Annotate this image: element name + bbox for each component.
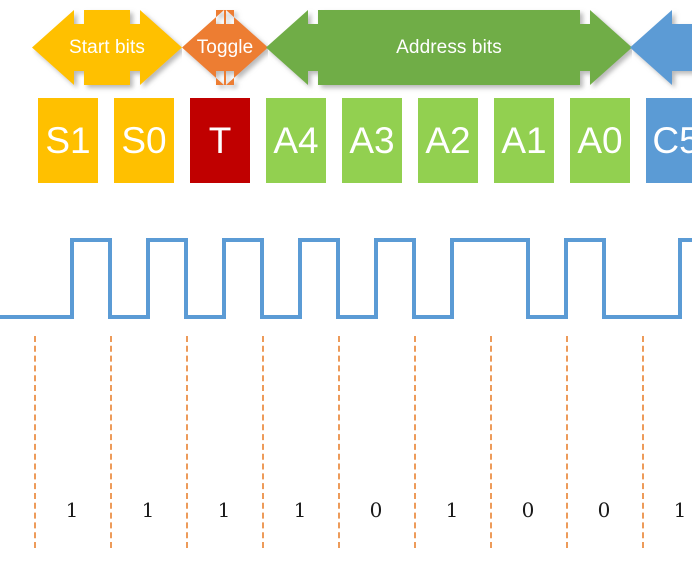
bit-block-label: A1 bbox=[501, 120, 547, 161]
bit-guide-line bbox=[186, 336, 188, 548]
bit-block-label: A4 bbox=[273, 120, 319, 161]
bit-block-s1[interactable]: S1 bbox=[38, 98, 98, 183]
address-bits-arrow bbox=[266, 0, 632, 95]
bit-block-row: S1 S0 T A4 A3 A2 A1 A0 C5 bbox=[0, 98, 692, 184]
arrow-band: Start bits Toggle Address bits bbox=[0, 0, 692, 95]
bit-block-t[interactable]: T bbox=[190, 98, 250, 183]
bit-value: 0 bbox=[369, 498, 383, 522]
bit-guide-line bbox=[414, 336, 416, 548]
bit-value: 0 bbox=[597, 498, 611, 522]
bit-block-a1[interactable]: A1 bbox=[494, 98, 554, 183]
bit-block-a2[interactable]: A2 bbox=[418, 98, 478, 183]
bit-value: 1 bbox=[217, 498, 231, 522]
bit-value: 1 bbox=[293, 498, 307, 522]
bit-guide-line bbox=[490, 336, 492, 548]
bit-guide-line bbox=[34, 336, 36, 548]
bit-guide-line bbox=[338, 336, 340, 548]
bit-guide-area: 1 1 1 1 0 1 0 0 1 bbox=[0, 336, 692, 576]
bit-block-a3[interactable]: A3 bbox=[342, 98, 402, 183]
bit-value: 1 bbox=[673, 498, 687, 522]
bit-block-s0[interactable]: S0 bbox=[114, 98, 174, 183]
bit-guide-line bbox=[262, 336, 264, 548]
bit-value: 0 bbox=[521, 498, 535, 522]
bit-block-label: A2 bbox=[425, 120, 471, 161]
bit-block-a4[interactable]: A4 bbox=[266, 98, 326, 183]
bit-value: 1 bbox=[65, 498, 79, 522]
start-bits-arrow bbox=[32, 0, 182, 95]
bit-block-label: C5 bbox=[652, 120, 692, 161]
bit-block-label: T bbox=[208, 120, 232, 161]
bit-guide-line bbox=[566, 336, 568, 548]
bit-value: 1 bbox=[445, 498, 459, 522]
bit-block-label: A3 bbox=[349, 120, 395, 161]
bit-guide-line bbox=[642, 336, 644, 548]
bit-block-c5[interactable]: C5 bbox=[646, 98, 692, 183]
bit-block-label: S0 bbox=[121, 120, 167, 161]
bit-guide-line bbox=[110, 336, 112, 548]
bit-block-a0[interactable]: A0 bbox=[570, 98, 630, 183]
waveform-area bbox=[0, 210, 692, 335]
command-bits-arrow bbox=[630, 0, 692, 95]
bit-block-label: A0 bbox=[577, 120, 623, 161]
bit-block-label: S1 bbox=[45, 120, 91, 161]
bit-value: 1 bbox=[141, 498, 155, 522]
toggle-arrow bbox=[182, 0, 268, 95]
manchester-waveform bbox=[0, 238, 692, 319]
